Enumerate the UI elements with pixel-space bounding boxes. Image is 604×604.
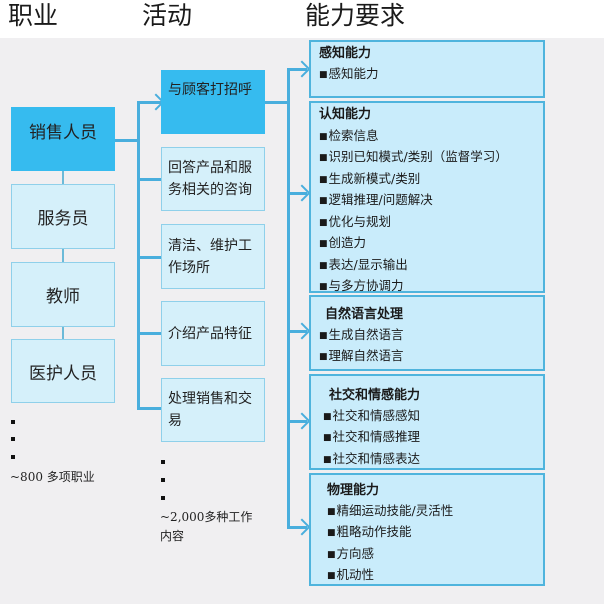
- branch-line: [137, 407, 161, 410]
- branch-line: [287, 330, 307, 333]
- ability-item: 生成自然语言: [319, 325, 535, 347]
- activity-label: 清洁、维护工作场所: [168, 237, 252, 276]
- occupation-label: 销售人员: [29, 123, 97, 143]
- ellipsis-dot: [161, 478, 165, 482]
- ability-item: 感知能力: [319, 64, 535, 86]
- occupation-box-sales[interactable]: 销售人员: [11, 107, 115, 171]
- ability-group-title: 感知能力: [319, 46, 372, 61]
- ability-item: 社交和情感感知: [323, 406, 535, 428]
- occupations-count-note: ~800 多项职业: [10, 470, 95, 484]
- ability-item: 社交和情感推理: [323, 427, 535, 449]
- ability-item: 检索信息: [319, 126, 535, 148]
- arrow-right-icon: [293, 518, 311, 536]
- arrow-right-icon: [293, 322, 311, 340]
- ability-item: 识别已知模式/类别（监督学习）: [319, 147, 535, 169]
- activity-label: 回答产品和服务相关的咨询: [168, 160, 252, 198]
- ability-item: 与多方协调力: [319, 276, 535, 298]
- header-activities: 活动: [142, 1, 193, 30]
- ability-group-title: 认知能力: [319, 107, 372, 122]
- ellipsis-dot: [11, 437, 15, 441]
- branch-line: [137, 256, 161, 259]
- ability-group-title: 社交和情感能力: [329, 388, 421, 403]
- branch-line: [137, 178, 161, 181]
- header-abilities: 能力要求: [305, 1, 406, 30]
- branch-line: [137, 101, 161, 104]
- activity-label: 介绍产品特征: [168, 325, 252, 342]
- occupation-label: 服务员: [37, 209, 89, 229]
- header-band-extension: [520, 22, 604, 38]
- ability-item: 创造力: [319, 233, 535, 255]
- abilities-trunk-line: [287, 68, 290, 528]
- ability-item: 粗略动作技能: [327, 522, 535, 544]
- occupation-box-medical[interactable]: 医护人员: [11, 339, 115, 403]
- branch-line: [287, 68, 307, 71]
- occupation-box-teacher[interactable]: 教师: [11, 262, 115, 327]
- activity-label: 与顾客打招呼: [168, 82, 252, 98]
- activity-box-sales-transactions[interactable]: 处理销售和交易: [161, 378, 265, 442]
- arrow-right-icon: [293, 412, 311, 430]
- header-band: [0, 0, 604, 38]
- activities-count-note-line2: 内容: [160, 529, 185, 543]
- activity-box-cleaning[interactable]: 清洁、维护工作场所: [161, 224, 265, 289]
- ability-item: 逻辑推理/问题解决: [319, 190, 535, 212]
- branch-line: [137, 332, 161, 335]
- activity-box-answer-inquiries[interactable]: 回答产品和服务相关的咨询: [161, 147, 265, 211]
- occupation-connector: [62, 170, 64, 340]
- activities-trunk-line: [137, 101, 140, 410]
- branch-line: [287, 192, 307, 195]
- arrow-right-icon: [293, 184, 311, 202]
- ability-group-physical: 物理能力 精细运动技能/灵活性 粗略动作技能 方向感 机动性: [309, 473, 545, 586]
- ellipsis-dot: [161, 460, 165, 464]
- activity-box-greet[interactable]: 与顾客打招呼: [161, 70, 265, 134]
- occupation-label: 教师: [46, 287, 80, 307]
- ability-item: 表达/显示输出: [319, 255, 535, 277]
- ability-group-nlp: 自然语言处理 生成自然语言 理解自然语言: [309, 295, 545, 371]
- ellipsis-dot: [161, 496, 165, 500]
- ability-item: 优化与规划: [319, 212, 535, 234]
- occupation-box-waiter[interactable]: 服务员: [11, 184, 115, 249]
- arrow-right-icon: [293, 60, 311, 78]
- ability-item: 社交和情感表达: [323, 449, 535, 471]
- connector-greet-to-abilities: [265, 101, 289, 104]
- ability-item: 生成新模式/类别: [319, 169, 535, 191]
- ability-group-cognitive: 认知能力 检索信息 识别已知模式/类别（监督学习） 生成新模式/类别 逻辑推理/…: [309, 101, 545, 293]
- header-occupations: 职业: [8, 1, 59, 30]
- occupation-label: 医护人员: [29, 363, 97, 384]
- activity-label: 处理销售和交易: [168, 391, 252, 429]
- ability-item: 方向感: [327, 544, 535, 566]
- activities-count-note-line1: ~2,000多种工作: [160, 510, 253, 524]
- ellipsis-dot: [11, 455, 15, 459]
- connector-sales-to-activities: [115, 139, 139, 142]
- branch-line: [287, 526, 307, 529]
- ability-group-perception: 感知能力 感知能力: [309, 40, 545, 98]
- ellipsis-dot: [11, 420, 15, 424]
- ability-item: 机动性: [327, 565, 535, 587]
- ability-item: 理解自然语言: [319, 346, 535, 368]
- ability-group-title: 自然语言处理: [325, 307, 404, 322]
- ability-group-title: 物理能力: [327, 483, 380, 498]
- ability-item: 精细运动技能/灵活性: [327, 501, 535, 523]
- branch-line: [287, 420, 307, 423]
- ability-group-social-emotional: 社交和情感能力 社交和情感感知 社交和情感推理 社交和情感表达: [309, 374, 545, 470]
- activity-box-product-intro[interactable]: 介绍产品特征: [161, 301, 265, 366]
